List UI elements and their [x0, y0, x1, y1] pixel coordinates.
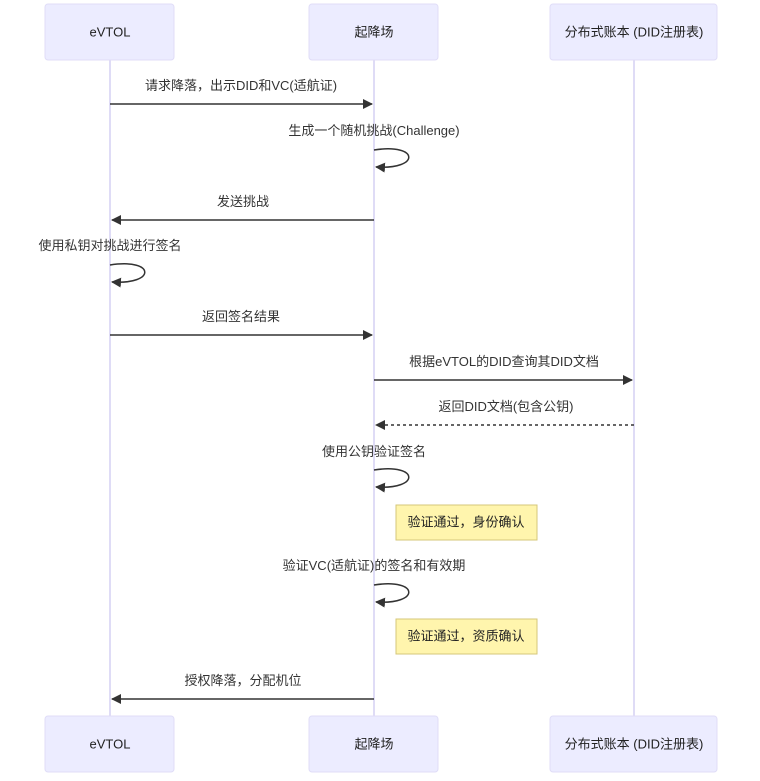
- note-qualification-confirmed: 验证通过，资质确认: [395, 618, 538, 655]
- actor-label: 分布式账本 (DID注册表): [565, 25, 704, 40]
- note-identity-confirmed: 验证通过，身份确认: [395, 504, 538, 541]
- message-label: 使用私钥对挑战进行签名: [38, 238, 181, 253]
- actor-label: eVTOL: [90, 737, 131, 752]
- note-label: 验证通过，身份确认: [407, 515, 524, 530]
- message-query-did-document: 根据eVTOL的DID查询其DID文档: [374, 354, 633, 385]
- message-return-did-document: 返回DID文档(包含公钥): [375, 399, 634, 430]
- self-message-sign-challenge: 使用私钥对挑战进行签名: [38, 238, 182, 288]
- message-label: 根据eVTOL的DID查询其DID文档: [409, 354, 599, 369]
- actor-label: eVTOL: [90, 25, 131, 40]
- note-label: 验证通过，资质确认: [407, 629, 524, 644]
- message-return-signature: 返回签名结果: [110, 309, 373, 340]
- message-request-landing: 请求降落，出示DID和VC(适航证): [110, 78, 373, 109]
- actor-label: 起降场: [354, 25, 393, 40]
- message-label: 使用公钥验证签名: [322, 444, 426, 459]
- actor-evtol-top: eVTOL: [44, 3, 175, 61]
- self-message-verify-vc: 验证VC(适航证)的签名和有效期: [283, 558, 466, 608]
- actor-ledger-top: 分布式账本 (DID注册表): [549, 3, 718, 61]
- message-label: 返回签名结果: [202, 309, 280, 324]
- actor-label: 分布式账本 (DID注册表): [565, 737, 704, 752]
- actor-label: 起降场: [354, 737, 393, 752]
- self-message-verify-signature: 使用公钥验证签名: [322, 444, 426, 493]
- message-send-challenge: 发送挑战: [111, 194, 374, 225]
- message-label: 生成一个随机挑战(Challenge): [288, 123, 459, 138]
- message-authorize-landing: 授权降落，分配机位: [111, 673, 374, 704]
- message-label: 请求降落，出示DID和VC(适航证): [145, 78, 337, 93]
- actor-ledger-bottom: 分布式账本 (DID注册表): [549, 715, 718, 773]
- actor-vertiport-bottom: 起降场: [308, 715, 439, 773]
- actor-vertiport-top: 起降场: [308, 3, 439, 61]
- message-label: 验证VC(适航证)的签名和有效期: [283, 558, 466, 573]
- message-label: 授权降落，分配机位: [184, 673, 301, 688]
- actor-evtol-bottom: eVTOL: [44, 715, 175, 773]
- message-label: 发送挑战: [217, 194, 269, 209]
- self-message-generate-challenge: 生成一个随机挑战(Challenge): [288, 123, 460, 173]
- message-label: 返回DID文档(包含公钥): [438, 399, 573, 414]
